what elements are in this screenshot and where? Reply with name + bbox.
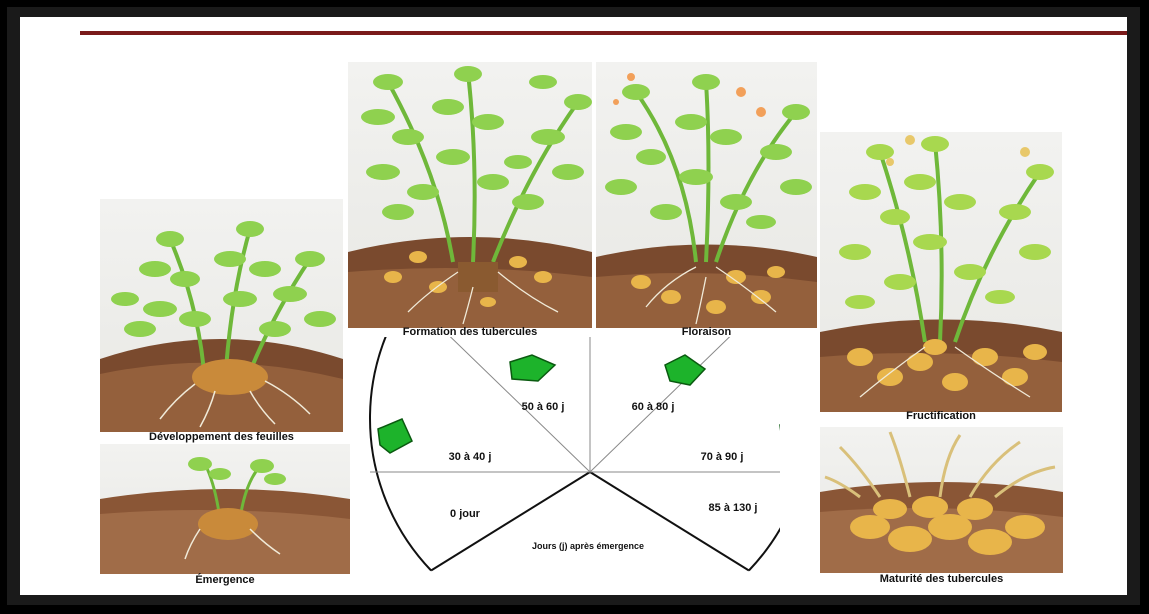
sector-label-5: 85 à 130 j [709, 502, 758, 514]
sector-label-1: 30 à 40 j [449, 451, 492, 463]
growth-wheel: 0 jour 30 à 40 j 50 à 60 j 60 à 80 j 70 … [360, 337, 780, 577]
plant-tuber-maturity-illustration [820, 427, 1063, 573]
caption-fruiting: Fructification [820, 410, 1062, 422]
panel-leaf-development [100, 199, 343, 432]
plant-flowering-illustration [596, 62, 817, 328]
panel-emergence [100, 444, 350, 574]
plant-tuber-formation-illustration [348, 62, 592, 328]
panel-flowering [596, 62, 817, 328]
sector-label-3: 60 à 80 j [632, 401, 675, 413]
caption-leaf-development: Développement des feuilles [100, 431, 343, 443]
arrow-stage-2 [510, 355, 555, 381]
plant-fruiting-illustration [820, 132, 1062, 412]
wheel-edge-right [590, 472, 749, 571]
wheel-edge-left [431, 472, 590, 571]
panel-tuber-formation [348, 62, 592, 328]
panel-fruiting [820, 132, 1062, 412]
plant-leaf-development-illustration [100, 199, 343, 432]
outer-frame: Développement des feuilles Émergence [7, 7, 1140, 605]
panel-tuber-maturity [820, 427, 1063, 573]
wheel-caption: Jours (j) après émergence [532, 541, 644, 551]
sector-label-0: 0 jour [450, 508, 481, 520]
arrow-stage-3 [665, 355, 705, 385]
top-rule [80, 31, 1127, 35]
caption-emergence: Émergence [100, 574, 350, 586]
diagram-canvas: Développement des feuilles Émergence [20, 17, 1127, 595]
plant-emergence-illustration [100, 444, 350, 574]
arrow-stage-1 [378, 419, 412, 453]
sector-label-2: 50 à 60 j [522, 401, 565, 413]
sector-label-4: 70 à 90 j [701, 451, 744, 463]
caption-tuber-maturity: Maturité des tubercules [820, 573, 1063, 585]
